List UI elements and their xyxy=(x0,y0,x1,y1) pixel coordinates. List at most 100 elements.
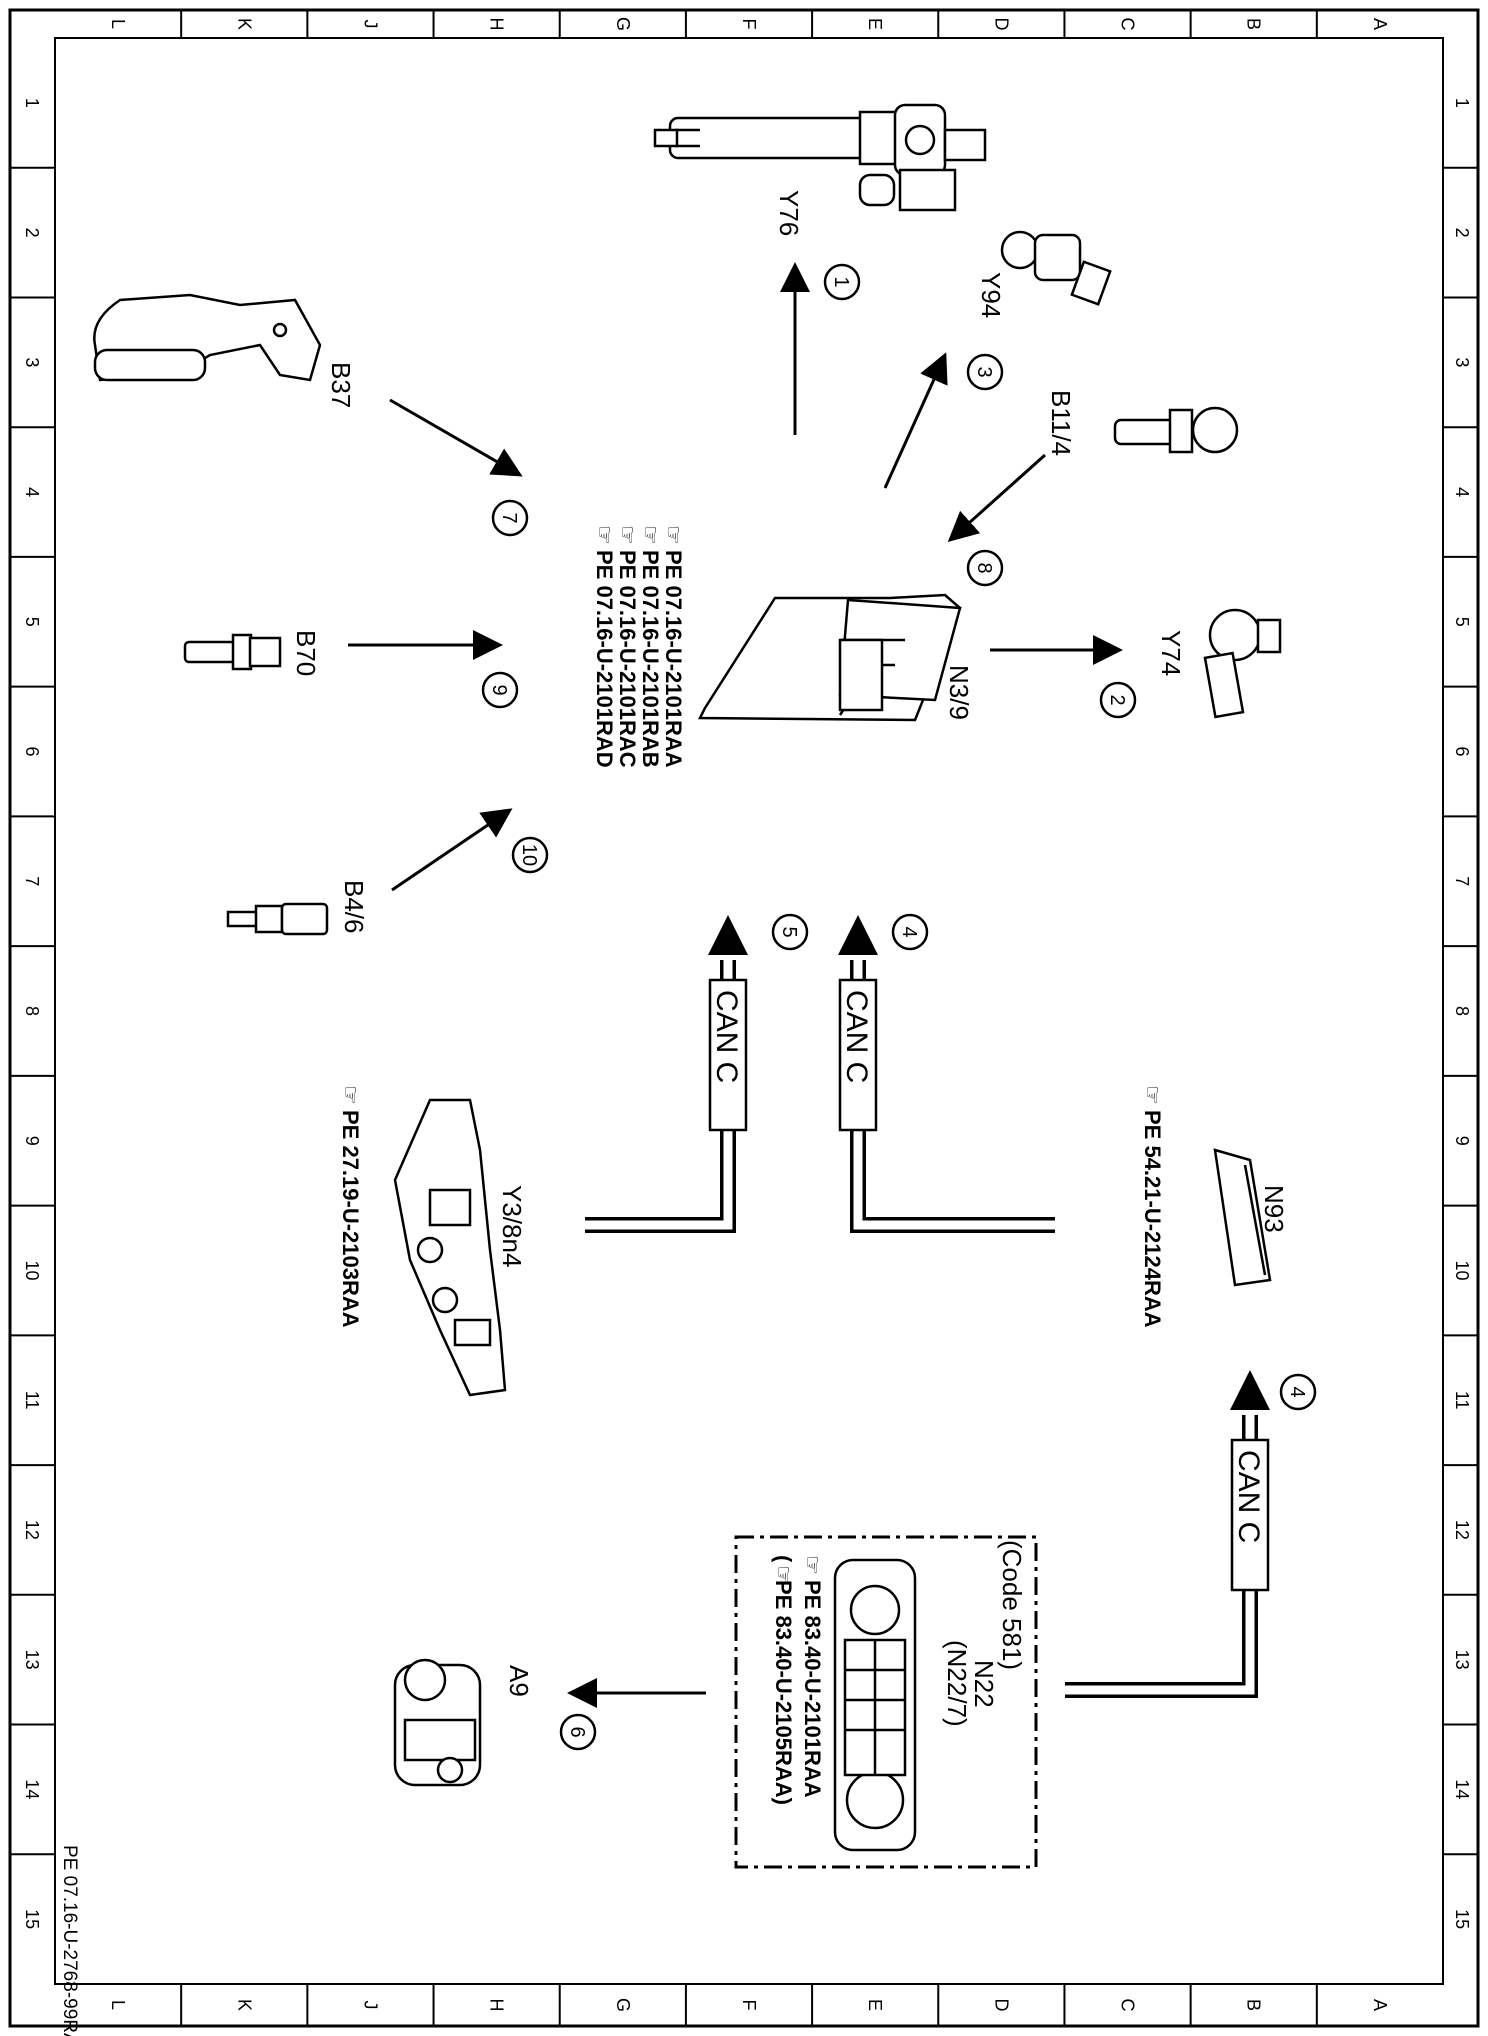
grid-row-label: 5 xyxy=(1452,617,1472,627)
arrow-7 xyxy=(389,398,523,477)
outer-frame xyxy=(8,8,1480,2028)
grid-row-label: 11 xyxy=(22,1391,42,1410)
grid-row-label: 12 xyxy=(22,1520,42,1540)
grid-row-label: 14 xyxy=(1452,1779,1472,1799)
signal-10: 10 xyxy=(518,844,540,866)
grid-column-label: A xyxy=(1370,18,1390,30)
grid-column-label: H xyxy=(487,18,507,31)
grid-row-label: 9 xyxy=(22,1136,42,1146)
grid-row-label: 15 xyxy=(1452,1909,1472,1929)
grid-column-label: C xyxy=(1118,1999,1138,2012)
signal-arrows xyxy=(348,262,1123,1708)
ref-n3-9-a: PE 07.16-U-2101RAA xyxy=(661,550,686,768)
label-b11-4: B11/4 xyxy=(1046,390,1076,456)
grid-ticks xyxy=(10,10,1478,2026)
grid-column-label: D xyxy=(991,18,1011,31)
grid-column-label: G xyxy=(613,1998,633,2012)
accelerator-pedal-icon xyxy=(93,293,322,382)
grid-column-label: B xyxy=(1244,1999,1264,2011)
grid-column-label: J xyxy=(360,20,380,29)
can-bus-4-bottom xyxy=(1065,1370,1270,1698)
reference-hand-icons: ☞ ☞ ☞ ☞ ☞ ☞ ☞ ☞ xyxy=(338,525,1165,1585)
grid-row-label: 7 xyxy=(22,876,42,886)
can-bus-4-top xyxy=(838,915,1055,1233)
grid-row-label: 12 xyxy=(1452,1520,1472,1540)
signal-5: 5 xyxy=(778,926,800,937)
grid-row-label: 2 xyxy=(1452,228,1472,238)
grid-column-label: E xyxy=(865,18,885,30)
engine-control-unit-icon xyxy=(697,593,962,722)
hand-icon: ☞ xyxy=(338,1085,363,1105)
hand-icon: ☞ xyxy=(800,1555,825,1575)
signal-1: 1 xyxy=(830,276,852,287)
injector-icon xyxy=(653,103,987,212)
label-b70: B70 xyxy=(291,630,321,676)
ref-n93: PE 54.21-U-2124RAA xyxy=(1140,1110,1165,1328)
grid-column-label: K xyxy=(234,18,254,30)
label-a9: A9 xyxy=(504,1665,534,1697)
signal-3: 3 xyxy=(973,366,995,377)
label-n22-code: (Code 581) xyxy=(997,1540,1027,1670)
hand-icon: ☞ xyxy=(661,525,686,545)
ref-n22-2: PE 83.40-U-2105RAA) xyxy=(771,1580,796,1805)
ref-n22-1: PE 83.40-U-2101RAA xyxy=(800,1580,825,1798)
crankshaft-sensor-icon xyxy=(183,633,282,671)
signal-2: 2 xyxy=(1106,694,1128,705)
hand-icon: ☞ xyxy=(771,1565,796,1585)
label-y94: Y94 xyxy=(976,272,1006,318)
grid-row-label: 11 xyxy=(1452,1391,1472,1410)
label-y76: Y76 xyxy=(774,190,804,236)
ref-n3-9-d: PE 07.16-U-2101RAD xyxy=(592,550,617,768)
n22-option-box xyxy=(734,1535,1038,1869)
grid-row-label: 8 xyxy=(22,1006,42,1016)
rail-pressure-sensor-icon xyxy=(226,902,329,936)
grid-row-label: 14 xyxy=(22,1779,42,1799)
can-label-4: CAN C xyxy=(840,990,873,1083)
grid-column-label: J xyxy=(360,2001,380,2010)
central-gateway-icon xyxy=(1213,1148,1272,1287)
grid-row-label: 1 xyxy=(22,98,42,108)
ref-n3-9-c: PE 07.16-U-2101RAC xyxy=(615,550,640,768)
grid-column-label: L xyxy=(108,19,128,29)
label-b37: B37 xyxy=(326,362,356,408)
inner-frame xyxy=(54,37,1444,1985)
can-bus-5 xyxy=(585,915,748,1233)
grid-column-label: C xyxy=(1118,18,1138,31)
grid-row-label: 15 xyxy=(22,1909,42,1929)
arrow-3 xyxy=(883,352,948,489)
hand-icon: ☞ xyxy=(1140,1085,1165,1105)
refrigerant-compressor-icon xyxy=(393,1658,482,1787)
ref-y3-8n4: PE 27.19-U-2103RAA xyxy=(338,1110,363,1328)
grid-column-label: G xyxy=(613,17,633,31)
grid-column-label: F xyxy=(739,19,759,30)
grid-column-label: B xyxy=(1244,18,1264,30)
label-n3-9: N3/9 xyxy=(944,665,974,720)
label-n22-alt: (N22/7) xyxy=(942,1640,972,1727)
grid-column-label: L xyxy=(108,2000,128,2010)
signal-4b: 4 xyxy=(1286,1386,1308,1397)
grid-row-label: 10 xyxy=(22,1260,42,1280)
grid-row-label: 1 xyxy=(1452,98,1472,108)
label-n93: N93 xyxy=(1259,1185,1289,1233)
document-id: PE 07.16-U-2768-99RAA xyxy=(59,1845,80,2036)
hand-icon: ☞ xyxy=(615,525,640,545)
can-label-5: CAN C xyxy=(710,990,743,1083)
signal-8: 8 xyxy=(973,562,995,573)
grid-row-label: 4 xyxy=(1452,487,1472,497)
label-n22: N22 xyxy=(969,1660,999,1708)
grid-row-label: 3 xyxy=(22,357,42,367)
number-circles xyxy=(481,263,1317,1751)
signal-4: 4 xyxy=(898,926,920,937)
grid-row-label: 6 xyxy=(1452,747,1472,757)
grid-row-label: 8 xyxy=(1452,1006,1472,1016)
label-b4-6: B4/6 xyxy=(339,880,369,934)
ref-n3-9-b: PE 07.16-U-2101RAB xyxy=(638,550,663,768)
label-y74: Y74 xyxy=(1156,630,1186,676)
climate-control-panel-icon xyxy=(833,1558,917,1852)
signal-6: 6 xyxy=(566,1726,588,1737)
can-label-4b: CAN C xyxy=(1232,1450,1265,1543)
hand-icon: ☞ xyxy=(638,525,663,545)
grid-column-label: F xyxy=(739,2000,759,2011)
signal-7: 7 xyxy=(498,512,520,523)
